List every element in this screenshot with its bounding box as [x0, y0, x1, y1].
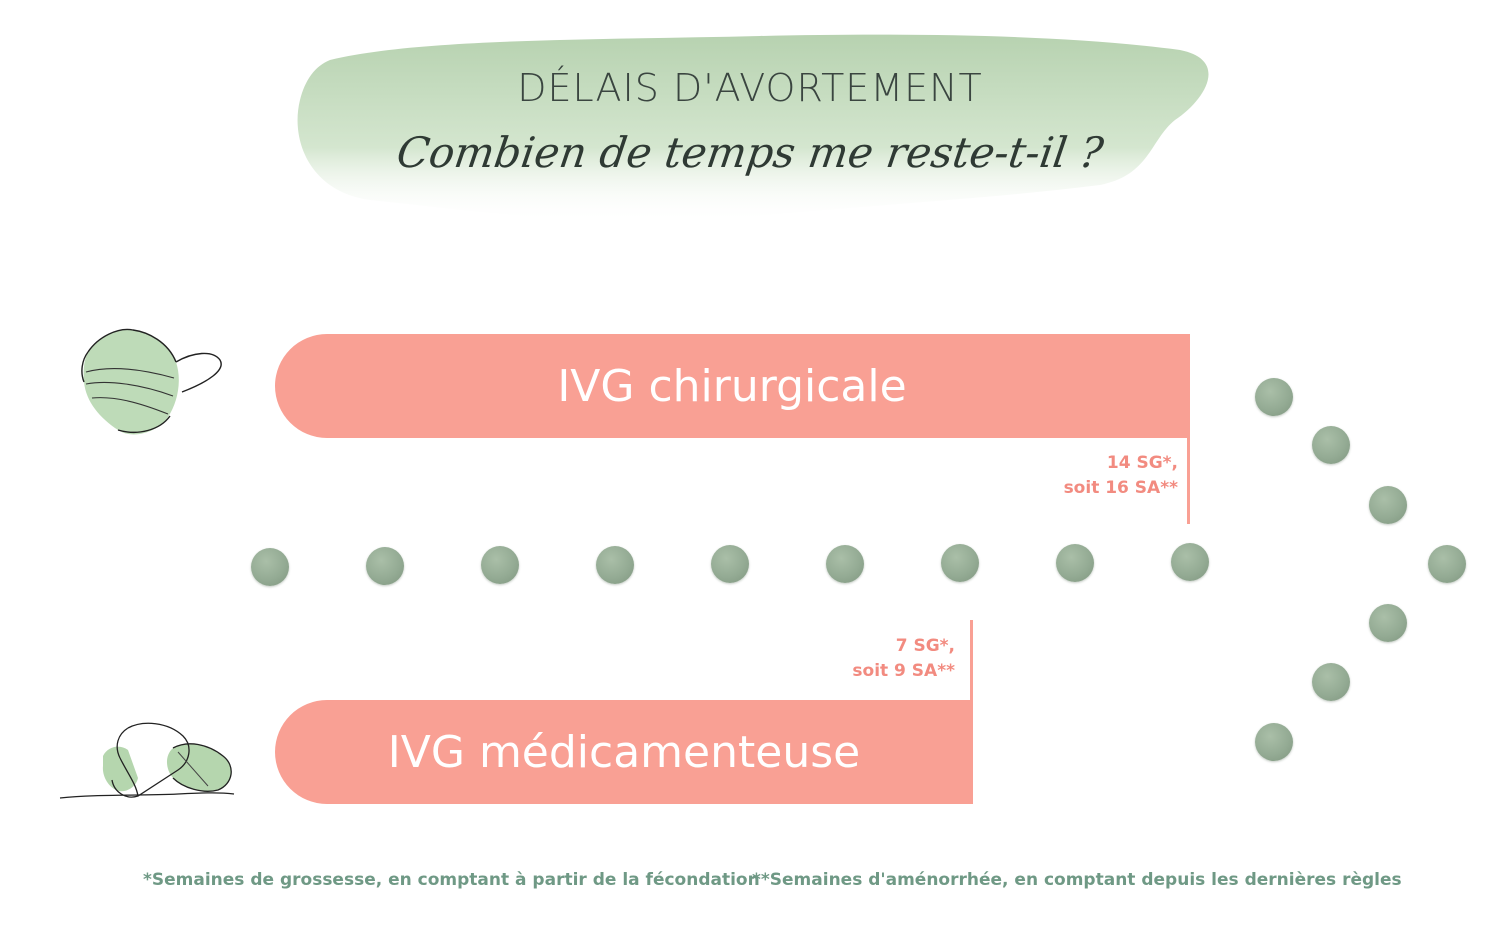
footnote-semaines-grossesse: *Semaines de grossesse, en comptant à pa…	[143, 870, 760, 890]
arrow-dot	[481, 546, 519, 584]
arrow-dot	[1056, 544, 1094, 582]
limit-line-chirurgicale	[1187, 334, 1190, 524]
arrow-dot	[596, 546, 634, 584]
arrow-dot	[1171, 543, 1209, 581]
arrow-dot	[1428, 545, 1466, 583]
footnote-semaines-amenorrhee: **Semaines d'aménorrhée, en comptant dep…	[752, 870, 1402, 890]
limit-sa-chirurgicale: soit 16 SA**	[1063, 478, 1178, 498]
limit-sa-medicamenteuse: soit 9 SA**	[852, 661, 955, 681]
arrow-dot	[1312, 426, 1350, 464]
bar-label-chirurgicale: IVG chirurgicale	[557, 360, 907, 412]
limit-sg-chirurgicale: 14 SG*,	[1106, 453, 1178, 473]
bar-ivg-medicamenteuse: IVG médicamenteuse	[275, 700, 973, 804]
limit-label-chirurgicale: 14 SG*, soit 16 SA**	[1064, 451, 1178, 501]
arrow-dot	[366, 547, 404, 585]
arrow-dot	[1369, 486, 1407, 524]
page-subtitle: Combien de temps me reste-t-il ?	[393, 128, 1107, 177]
limit-label-medicamenteuse: 7 SG*, soit 9 SA**	[852, 634, 955, 684]
page-title: DÉLAIS D'AVORTEMENT	[517, 66, 983, 110]
arrow-dot	[1312, 663, 1350, 701]
arrow-dot	[1255, 378, 1293, 416]
arrow-dot	[941, 544, 979, 582]
bar-label-medicamenteuse: IVG médicamenteuse	[387, 726, 861, 778]
arrow-dot	[1255, 723, 1293, 761]
pills-icon	[59, 722, 235, 799]
limit-sg-medicamenteuse: 7 SG*,	[895, 636, 955, 656]
title-background-blob	[297, 34, 1209, 223]
surgical-mask-icon	[81, 328, 222, 435]
arrow-dot	[251, 548, 289, 586]
arrow-dot	[1369, 604, 1407, 642]
arrow-dot	[711, 545, 749, 583]
arrow-dot	[826, 545, 864, 583]
limit-line-medicamenteuse	[970, 620, 973, 804]
bar-ivg-chirurgicale: IVG chirurgicale	[275, 334, 1189, 438]
